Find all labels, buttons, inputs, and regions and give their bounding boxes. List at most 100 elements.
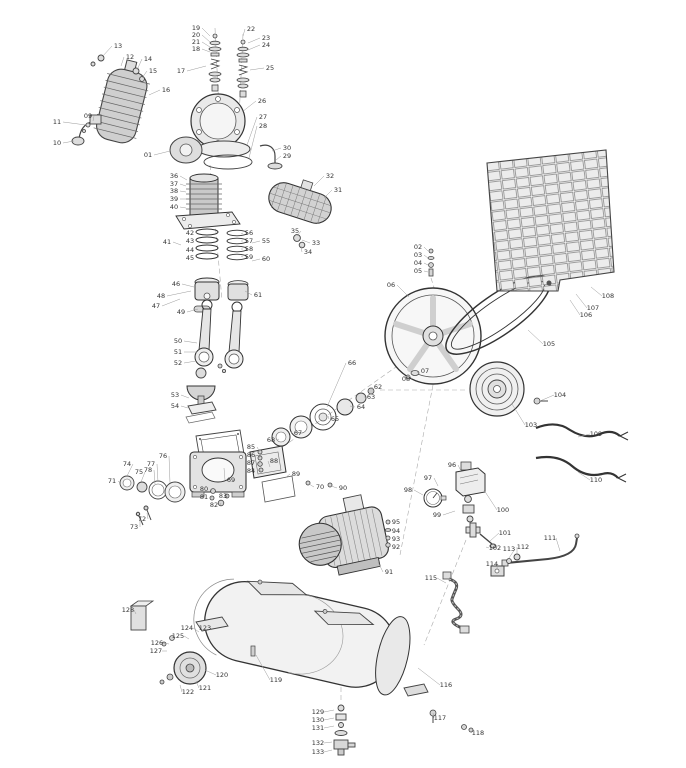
leader-line-23 bbox=[247, 37, 261, 44]
part-label-88: 88 bbox=[270, 457, 278, 465]
part-label-46: 46 bbox=[172, 280, 180, 288]
part-label-56: 56 bbox=[245, 229, 253, 237]
leader-line-38 bbox=[179, 190, 187, 193]
leader-line-115 bbox=[436, 577, 447, 584]
part-label-47: 47 bbox=[152, 302, 160, 310]
part-label-29: 29 bbox=[283, 152, 291, 160]
part-label-11: 11 bbox=[53, 118, 61, 126]
part-label-107: 107 bbox=[587, 304, 599, 312]
part-label-07: 07 bbox=[421, 367, 429, 375]
leader-line-29 bbox=[275, 155, 282, 161]
leader-line-74 bbox=[126, 463, 134, 477]
part-label-06: 06 bbox=[387, 281, 395, 289]
part-label-68: 68 bbox=[267, 436, 275, 444]
part-label-120: 120 bbox=[216, 671, 228, 679]
leader-line-67 bbox=[290, 431, 293, 434]
leader-line-106 bbox=[569, 299, 581, 316]
part-label-66: 66 bbox=[348, 359, 356, 367]
part-label-133: 133 bbox=[312, 748, 324, 756]
flywheel bbox=[384, 287, 482, 385]
part-label-87: 87 bbox=[247, 459, 255, 467]
part-label-01: 01 bbox=[144, 151, 152, 159]
part-label-127: 127 bbox=[150, 647, 162, 655]
part-label-50: 50 bbox=[174, 337, 182, 345]
part-label-95: 95 bbox=[392, 518, 400, 526]
part-label-43: 43 bbox=[186, 237, 194, 245]
leader-line-03 bbox=[423, 254, 429, 259]
leader-line-52 bbox=[183, 360, 197, 364]
leader-line-05 bbox=[423, 270, 429, 273]
leader-line-129 bbox=[323, 709, 335, 713]
part-label-28: 28 bbox=[259, 122, 267, 130]
part-label-38: 38 bbox=[170, 187, 178, 195]
breather-elbow bbox=[259, 144, 283, 170]
leader-line-70 bbox=[308, 483, 315, 488]
part-label-48: 48 bbox=[157, 292, 165, 300]
motor-pulley bbox=[469, 361, 548, 417]
part-label-14: 14 bbox=[144, 55, 152, 63]
leader-line-33 bbox=[301, 239, 311, 244]
part-label-40: 40 bbox=[170, 203, 178, 211]
leader-line-113 bbox=[508, 548, 516, 559]
part-label-16: 16 bbox=[162, 86, 170, 94]
part-label-09: 09 bbox=[84, 112, 92, 120]
leader-line-18 bbox=[201, 48, 211, 53]
leader-line-13 bbox=[101, 45, 113, 58]
part-label-110: 110 bbox=[590, 476, 602, 484]
valve-plate bbox=[197, 140, 251, 158]
part-label-41: 41 bbox=[163, 238, 171, 246]
part-label-102: 102 bbox=[489, 544, 501, 552]
front-foot bbox=[403, 683, 429, 697]
leader-line-50 bbox=[183, 340, 198, 344]
leader-line-133 bbox=[323, 749, 333, 753]
leader-line-99 bbox=[442, 510, 456, 516]
part-label-105: 105 bbox=[543, 340, 555, 348]
part-label-25: 25 bbox=[266, 64, 274, 72]
leader-line-56 bbox=[240, 232, 244, 235]
connecting-rod-right bbox=[224, 301, 244, 369]
part-label-86: 86 bbox=[247, 451, 255, 459]
part-label-42: 42 bbox=[186, 229, 194, 237]
leader-line-06 bbox=[396, 284, 410, 298]
part-label-77: 77 bbox=[147, 460, 155, 468]
foot-pad bbox=[129, 600, 155, 631]
leader-line-130 bbox=[323, 717, 335, 721]
part-label-85: 85 bbox=[247, 443, 255, 451]
part-label-115: 115 bbox=[425, 574, 437, 582]
part-label-26: 26 bbox=[258, 97, 266, 105]
leader-line-17 bbox=[186, 65, 207, 72]
leader-line-116 bbox=[417, 667, 441, 686]
part-label-15: 15 bbox=[149, 67, 157, 75]
leader-line-35 bbox=[296, 230, 302, 237]
part-label-131: 131 bbox=[312, 724, 324, 732]
part-label-111: 111 bbox=[544, 534, 556, 542]
leader-line-15 bbox=[141, 70, 148, 79]
leader-line-40 bbox=[179, 206, 187, 209]
flex-hose bbox=[442, 571, 470, 634]
part-label-55: 55 bbox=[262, 237, 270, 245]
part-label-126: 126 bbox=[151, 639, 163, 647]
part-label-53: 53 bbox=[171, 391, 179, 399]
part-label-34: 34 bbox=[304, 248, 312, 256]
leader-line-88 bbox=[267, 460, 271, 468]
part-label-73: 73 bbox=[130, 523, 138, 531]
leader-line-114 bbox=[496, 563, 499, 569]
leader-line-22 bbox=[242, 28, 246, 37]
part-label-19: 19 bbox=[192, 24, 200, 32]
part-label-93: 93 bbox=[392, 535, 400, 543]
leader-line-124 bbox=[192, 627, 200, 633]
part-label-98: 98 bbox=[404, 486, 412, 494]
part-label-122: 122 bbox=[182, 688, 194, 696]
part-label-96: 96 bbox=[448, 461, 456, 469]
part-label-80: 80 bbox=[200, 485, 208, 493]
leader-line-123 bbox=[209, 627, 212, 631]
leader-line-78 bbox=[153, 469, 156, 485]
leader-line-98 bbox=[413, 489, 424, 496]
leader-line-32 bbox=[313, 175, 325, 187]
leader-line-48 bbox=[166, 290, 192, 297]
part-label-104: 104 bbox=[554, 391, 566, 399]
part-label-57: 57 bbox=[245, 237, 253, 245]
leader-line-102 bbox=[485, 546, 490, 549]
